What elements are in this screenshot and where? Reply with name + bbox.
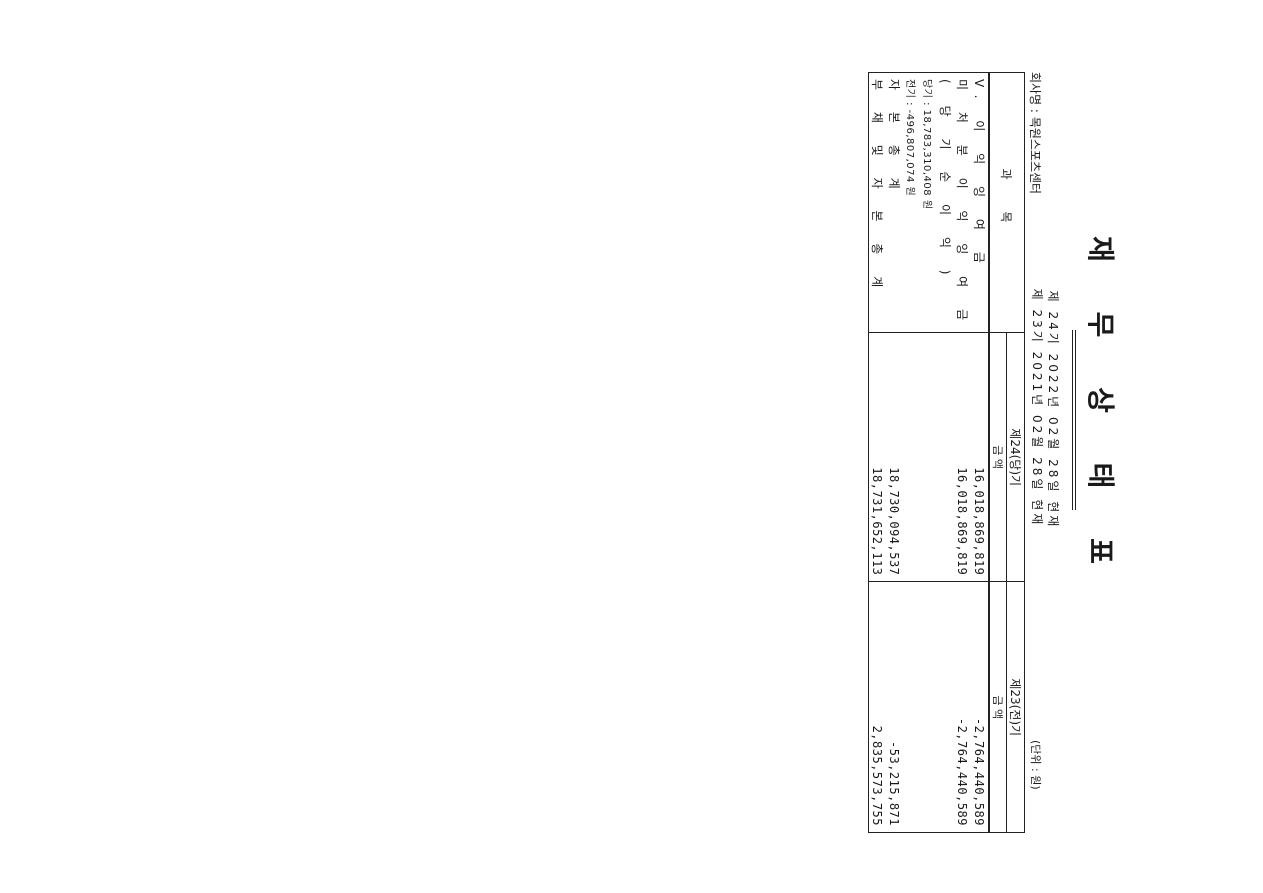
balance-sheet-table: 과 목 제24(당)기 제23(전)기 금 액 금 액 V. 이 익 잉 여 금… bbox=[868, 72, 1025, 833]
title-underline bbox=[1072, 330, 1076, 510]
row-label: 당기 : 18,783,310,408 원 bbox=[920, 72, 937, 333]
row-current: 16,018,869,819 bbox=[954, 332, 971, 582]
row-previous: -2,764,440,589 bbox=[954, 581, 971, 833]
table-row: ( 당 기 순 이 익 ) bbox=[937, 72, 954, 833]
row-label: 미 처 분 이 익 잉 여 금 bbox=[954, 72, 971, 333]
row-previous bbox=[937, 581, 954, 833]
row-label: 자 본 총 계 bbox=[886, 72, 903, 333]
row-current bbox=[920, 332, 937, 582]
rotated-document-page: 재 무 상 태 표 제 24기 2022년 02월 28일 현재 제 23기 2… bbox=[140, 20, 1140, 833]
header-previous-period: 제23(전)기 bbox=[1006, 581, 1025, 833]
row-previous: -2,764,440,589 bbox=[971, 581, 989, 833]
row-previous bbox=[920, 581, 937, 833]
table-row: 자 본 총 계 18,730,094,537 -53,215,871 bbox=[886, 72, 903, 833]
table-row: 전기 : -496,807,074 원 bbox=[903, 72, 920, 833]
row-label: V. 이 익 잉 여 금 bbox=[971, 72, 989, 333]
document-title: 재 무 상 태 표 bbox=[1084, 236, 1117, 584]
unit-label: (단위 : 원) bbox=[1029, 740, 1042, 790]
table-row: 부 채 및 자 본 총 계 18,731,652,113 2,835,573,7… bbox=[868, 72, 886, 833]
row-label: ( 당 기 순 이 익 ) bbox=[937, 72, 954, 333]
row-label: 전기 : -496,807,074 원 bbox=[903, 72, 920, 333]
row-previous: -53,215,871 bbox=[886, 581, 903, 833]
header-current-period: 제24(당)기 bbox=[1006, 332, 1025, 582]
row-previous: 2,835,573,755 bbox=[868, 581, 886, 833]
header-amount-current: 금 액 bbox=[989, 332, 1007, 582]
row-current: 18,731,652,113 bbox=[868, 332, 886, 582]
row-current bbox=[937, 332, 954, 582]
table-row: 당기 : 18,783,310,408 원 bbox=[920, 72, 937, 833]
period-current: 제 24기 2022년 02월 28일 현재 bbox=[1046, 290, 1060, 530]
row-previous bbox=[903, 581, 920, 833]
row-current bbox=[903, 332, 920, 582]
header-amount-previous: 금 액 bbox=[989, 581, 1007, 833]
row-current: 16,018,869,819 bbox=[971, 332, 989, 582]
table-row: V. 이 익 잉 여 금 16,018,869,819 -2,764,440,5… bbox=[971, 72, 989, 833]
company-name: 회사명 : 목원스포츠센터 bbox=[1028, 72, 1042, 195]
table-row: 미 처 분 이 익 잉 여 금 16,018,869,819 -2,764,44… bbox=[954, 72, 971, 833]
row-current: 18,730,094,537 bbox=[886, 332, 903, 582]
row-label: 부 채 및 자 본 총 계 bbox=[868, 72, 886, 333]
header-item: 과 목 bbox=[989, 72, 1025, 333]
